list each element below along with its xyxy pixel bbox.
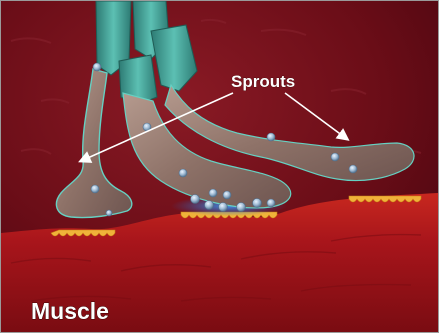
sprouts-label: Sprouts xyxy=(231,72,295,91)
muscle-label: Muscle xyxy=(31,298,109,324)
